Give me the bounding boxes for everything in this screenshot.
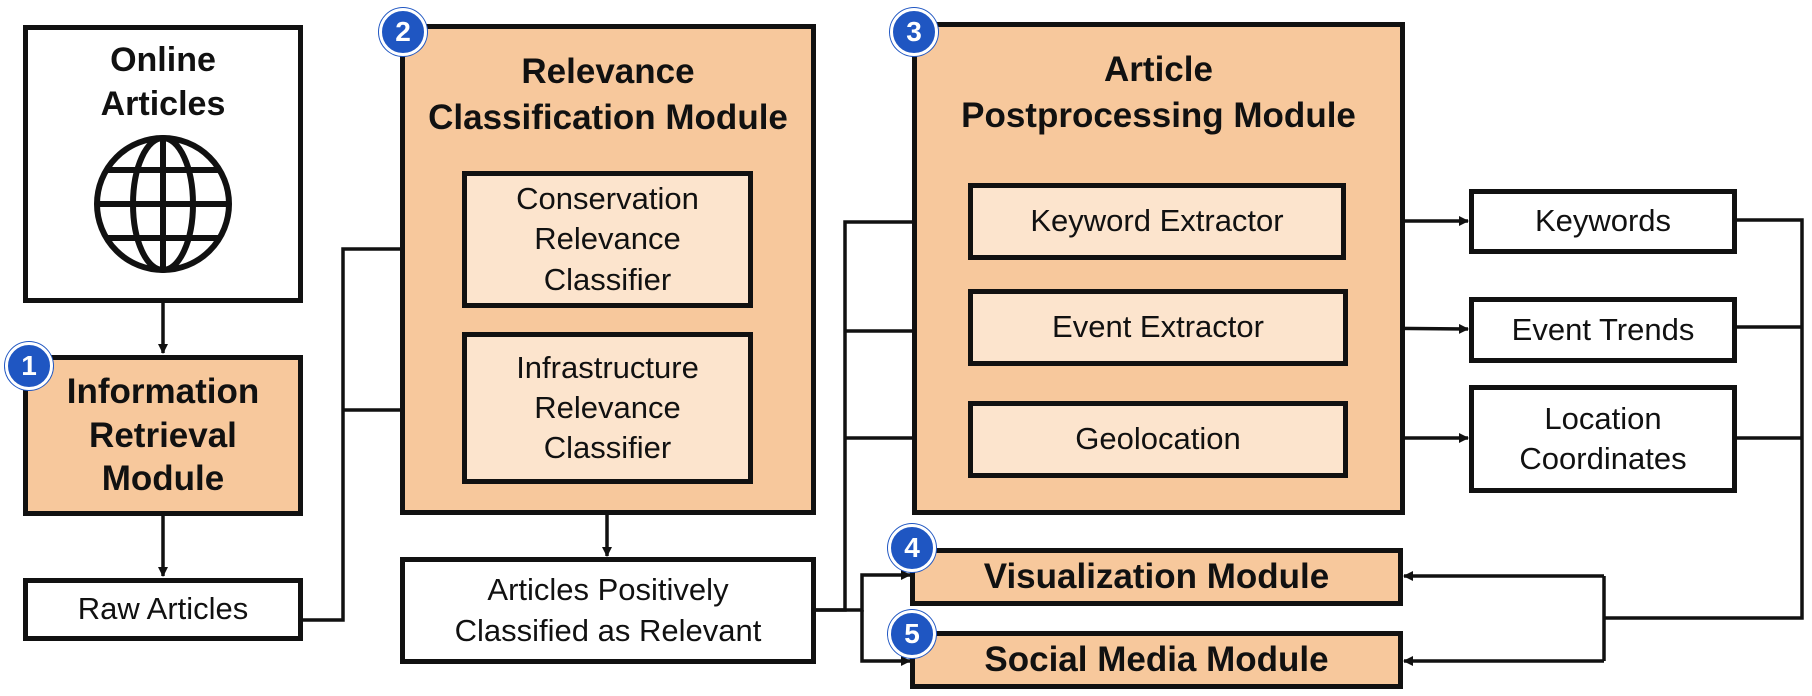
- geolocation: Geolocation: [968, 401, 1348, 478]
- online-articles-box: Online Articles: [23, 25, 303, 303]
- arrow-relevant-to-social: [860, 610, 911, 666]
- online-articles-title: Online Articles: [100, 41, 226, 124]
- event-trends-label: Event Trends: [1511, 311, 1695, 347]
- social-media-module-label: Social Media Module: [984, 640, 1329, 679]
- relevant-articles-box: Articles Positively Classified as Releva…: [400, 557, 816, 664]
- keywords-output: Keywords: [1469, 189, 1737, 254]
- visualization-module-label: Visualization Module: [983, 557, 1330, 596]
- raw-articles-box: Raw Articles: [23, 578, 303, 641]
- badge-4: 4: [888, 524, 936, 572]
- location-coordinates-output: Location Coordinates: [1469, 385, 1737, 493]
- social-media-module: Social Media Module: [910, 631, 1403, 689]
- badge-3: 3: [890, 8, 938, 56]
- location-coordinates-label: Location Coordinates: [1519, 400, 1687, 476]
- keyword-extractor: Keyword Extractor: [968, 183, 1346, 260]
- event-extractor-label: Event Extractor: [1052, 309, 1264, 345]
- information-retrieval-module: Information Retrieval Module: [23, 355, 303, 516]
- conservation-classifier-label: Conservation Relevance Classifier: [516, 181, 699, 297]
- infrastructure-classifier-label: Infrastructure Relevance Classifier: [516, 349, 699, 466]
- event-trends-output: Event Trends: [1469, 297, 1737, 363]
- globe-icon: [94, 135, 232, 274]
- postprocessing-module-title: Article Postprocessing Module: [961, 50, 1356, 135]
- relevance-module-title: Relevance Classification Module: [428, 52, 788, 137]
- conservation-classifier: Conservation Relevance Classifier: [462, 171, 753, 308]
- badge-5: 5: [888, 610, 936, 658]
- relevant-articles-label: Articles Positively Classified as Releva…: [454, 572, 762, 648]
- badge-2: 2: [379, 8, 427, 56]
- arrow-relevant-to-visualization: [815, 570, 911, 612]
- keyword-extractor-label: Keyword Extractor: [1030, 203, 1284, 239]
- infrastructure-classifier: Infrastructure Relevance Classifier: [462, 332, 753, 484]
- keywords-label: Keywords: [1534, 203, 1672, 239]
- line-outputs-collector: [1604, 218, 1804, 620]
- event-extractor: Event Extractor: [968, 289, 1348, 366]
- geolocation-label: Geolocation: [1075, 421, 1241, 457]
- badge-1: 1: [5, 342, 53, 390]
- raw-articles-label: Raw Articles: [77, 591, 249, 627]
- information-retrieval-label: Information Retrieval Module: [66, 371, 260, 499]
- visualization-module: Visualization Module: [910, 548, 1403, 606]
